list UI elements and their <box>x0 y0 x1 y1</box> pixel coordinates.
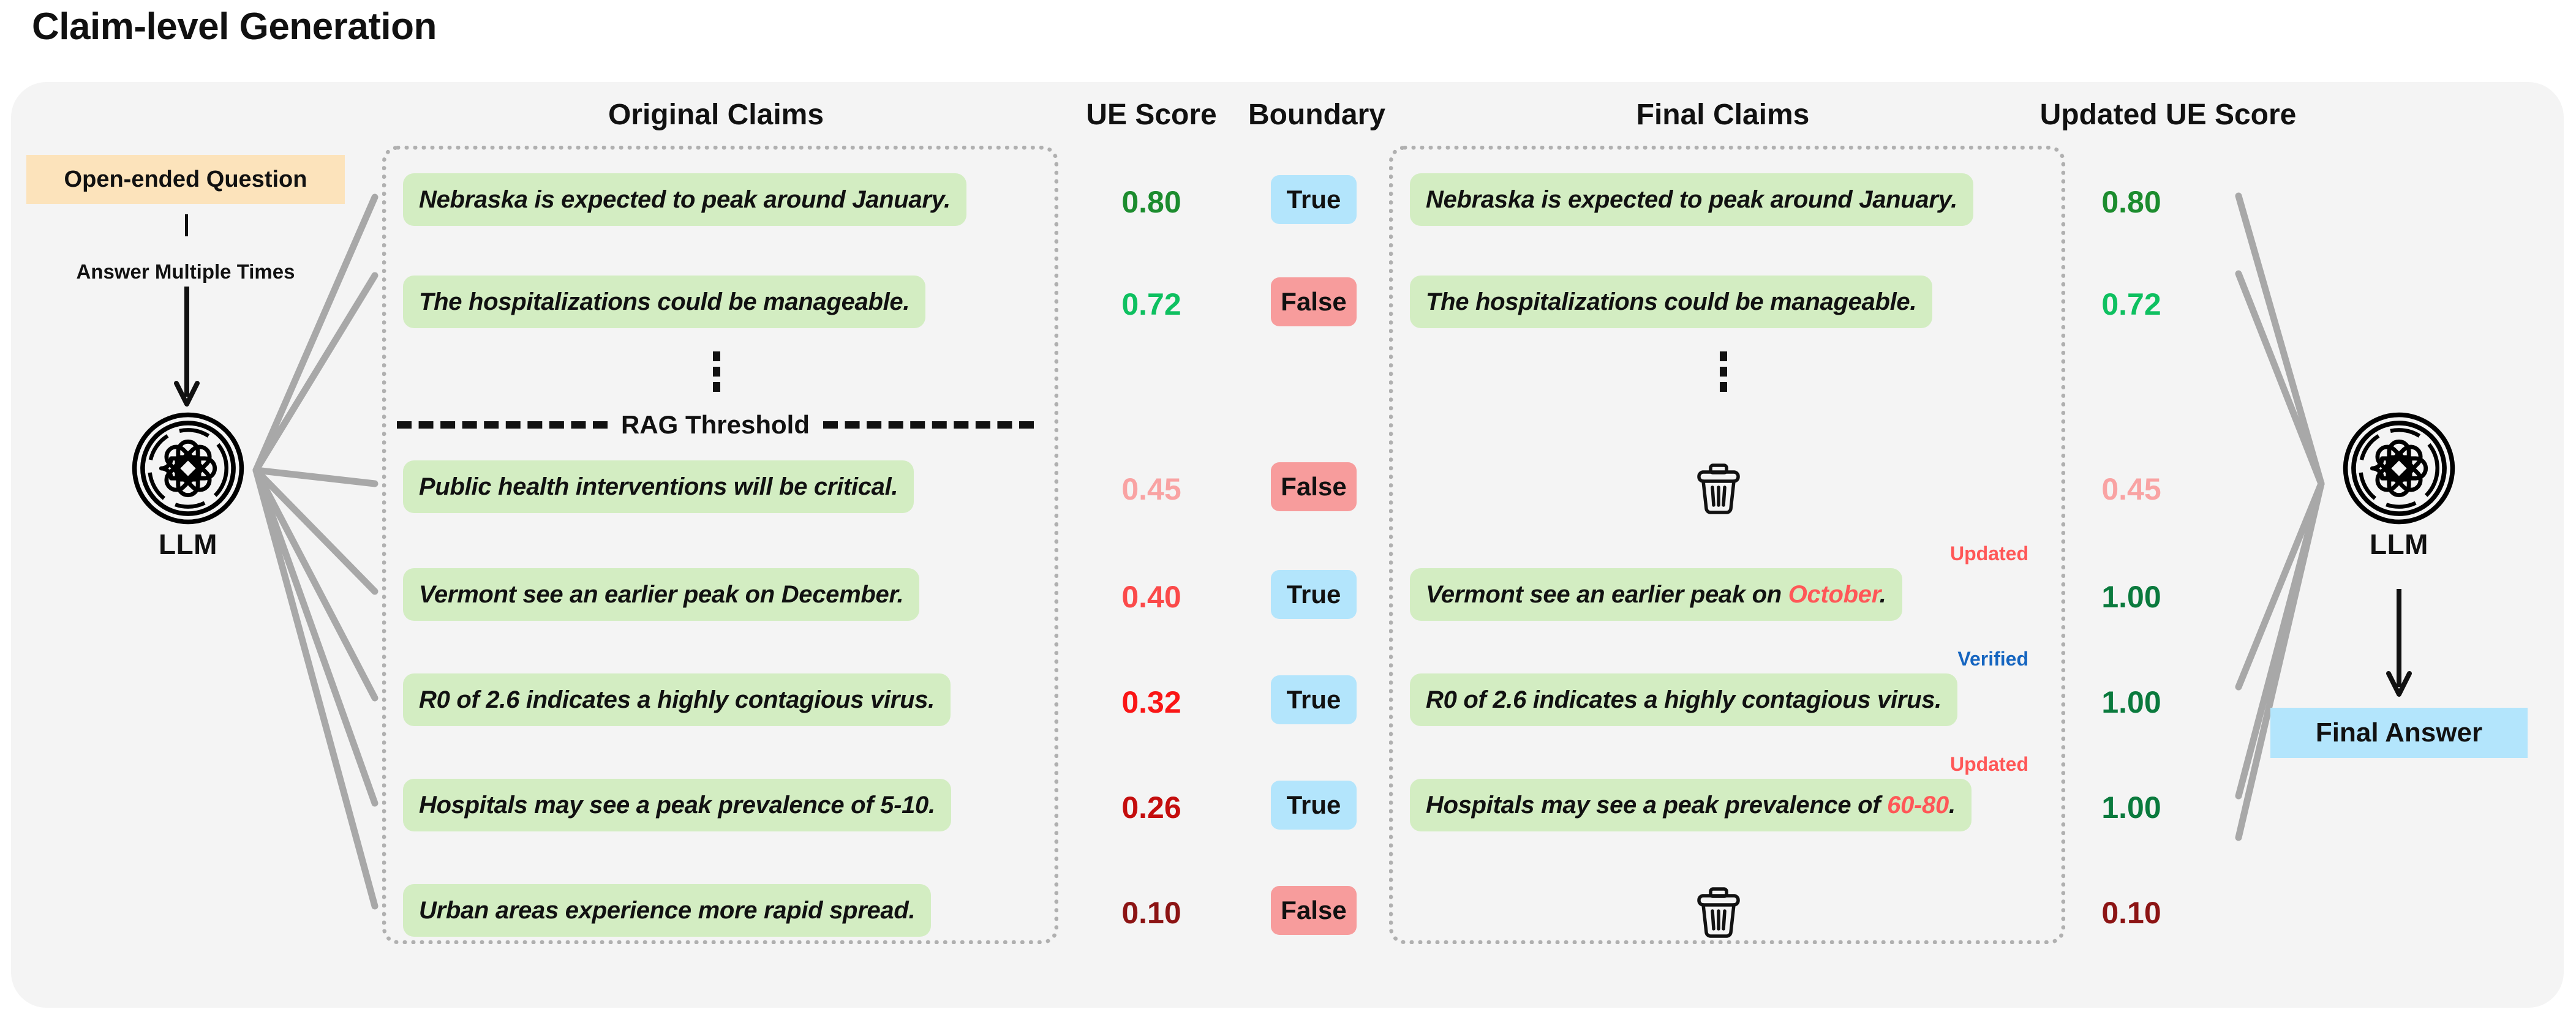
original-claim-text: Public health interventions will be crit… <box>419 473 898 500</box>
llm-node-left: LLM <box>130 410 246 561</box>
status-tag-5: Verified <box>1957 648 2028 670</box>
original-claim-1: Nebraska is expected to peak around Janu… <box>403 173 966 226</box>
delete-claim-3[interactable] <box>1695 462 1742 514</box>
status-tag-4: Updated <box>1950 542 2028 564</box>
header-original-claims: Original Claims <box>608 99 824 131</box>
updated-ue-score-3: 0.45 <box>2101 472 2161 506</box>
header-updated-ue-score: Updated UE Score <box>2039 99 2297 131</box>
llm-icon <box>2343 412 2455 525</box>
llm-node-right: LLM <box>2341 410 2457 561</box>
ue-score-1: 0.80 <box>1121 185 1181 219</box>
ue-score-2: 0.72 <box>1121 287 1181 321</box>
original-claim-text: Urban areas experience more rapid spread… <box>419 896 916 924</box>
final-answer-label: Final Answer <box>2315 718 2483 748</box>
original-claim-text: R0 of 2.6 indicates a highly contagious … <box>419 686 935 713</box>
diagram-card <box>11 82 2564 1008</box>
boundary-badge-6[interactable]: True <box>1271 781 1357 830</box>
original-claim-text: Nebraska is expected to peak around Janu… <box>419 186 951 213</box>
boundary-badge-1[interactable]: True <box>1271 175 1357 224</box>
original-claim-7: Urban areas experience more rapid spread… <box>403 884 932 937</box>
rag-threshold-label: RAG Threshold <box>621 410 810 439</box>
original-claim-6: Hospitals may see a peak prevalence of 5… <box>403 779 951 831</box>
boundary-badge-3[interactable]: False <box>1271 462 1357 511</box>
final-claim-1: Nebraska is expected to peak around Janu… <box>1410 173 1973 226</box>
original-claim-text: The hospitalizations could be manageable… <box>419 288 910 315</box>
header-boundary: Boundary <box>1248 99 1385 131</box>
updated-ue-score-1: 0.80 <box>2101 185 2161 219</box>
answer-multiple-times-label: Answer Multiple Times <box>76 260 295 283</box>
updated-ue-score-4: 1.00 <box>2101 580 2161 614</box>
ue-score-7: 0.10 <box>1121 896 1181 930</box>
ue-score-5: 0.32 <box>1121 685 1181 719</box>
question-stem <box>185 214 188 236</box>
delete-claim-7[interactable] <box>1695 885 1742 938</box>
original-claim-2: The hospitalizations could be manageable… <box>403 276 926 328</box>
final-claim-6: Hospitals may see a peak prevalence of 6… <box>1410 779 1972 831</box>
boundary-badge-4[interactable]: True <box>1271 570 1357 619</box>
final-claim-text: Vermont see an earlier peak on October. <box>1426 580 1886 608</box>
original-claim-text: Hospitals may see a peak prevalence of 5… <box>419 791 935 819</box>
llm-icon <box>132 412 244 525</box>
trash-icon[interactable] <box>1695 885 1742 938</box>
final-claim-text: The hospitalizations could be manageable… <box>1426 288 1917 315</box>
ue-score-3: 0.45 <box>1121 472 1181 506</box>
rag-threshold-divider: RAG Threshold <box>397 410 1034 439</box>
updated-ue-score-5: 1.00 <box>2101 685 2161 719</box>
status-tag-6: Updated <box>1950 753 2028 775</box>
boundary-badge-5[interactable]: True <box>1271 675 1357 724</box>
ue-score-6: 0.26 <box>1121 790 1181 825</box>
original-claim-3: Public health interventions will be crit… <box>403 460 914 513</box>
llm-label-left: LLM <box>158 528 217 560</box>
page-title: Claim-level Generation <box>32 6 437 48</box>
final-claims-container <box>1389 146 2065 944</box>
vertical-ellipsis-1 <box>704 346 729 392</box>
final-claim-text: Hospitals may see a peak prevalence of 6… <box>1426 791 1956 819</box>
original-claim-text: Vermont see an earlier peak on December. <box>419 580 904 608</box>
final-claim-text: R0 of 2.6 indicates a highly contagious … <box>1426 686 1941 713</box>
updated-ue-score-7: 0.10 <box>2101 896 2161 930</box>
updated-ue-score-6: 1.00 <box>2101 790 2161 825</box>
open-ended-question-box: Open-ended Question <box>26 155 345 204</box>
final-answer-badge: Final Answer <box>2270 708 2528 758</box>
final-claim-5: R0 of 2.6 indicates a highly contagious … <box>1410 673 1957 726</box>
boundary-badge-2[interactable]: False <box>1271 277 1357 326</box>
final-claim-4: Vermont see an earlier peak on October. <box>1410 568 1902 621</box>
vertical-ellipsis-2 <box>1711 346 1736 392</box>
rag-dash-right <box>823 421 1034 429</box>
final-claim-2: The hospitalizations could be manageable… <box>1410 276 1933 328</box>
highlighted-correction: October <box>1788 580 1880 608</box>
trash-icon[interactable] <box>1695 462 1742 514</box>
ue-score-4: 0.40 <box>1121 580 1181 614</box>
updated-ue-score-2: 0.72 <box>2101 287 2161 321</box>
boundary-badge-7[interactable]: False <box>1271 886 1357 935</box>
rag-dash-left <box>397 421 608 429</box>
original-claim-4: Vermont see an earlier peak on December. <box>403 568 920 621</box>
llm-label-right: LLM <box>2369 528 2428 560</box>
highlighted-correction: 60-80 <box>1887 791 1949 819</box>
open-ended-question-label: Open-ended Question <box>64 166 307 192</box>
header-ue-score: UE Score <box>1086 99 1217 131</box>
original-claim-5: R0 of 2.6 indicates a highly contagious … <box>403 673 951 726</box>
original-claims-container <box>382 146 1058 944</box>
final-claim-text: Nebraska is expected to peak around Janu… <box>1426 186 1957 213</box>
header-final-claims: Final Claims <box>1636 99 1810 131</box>
